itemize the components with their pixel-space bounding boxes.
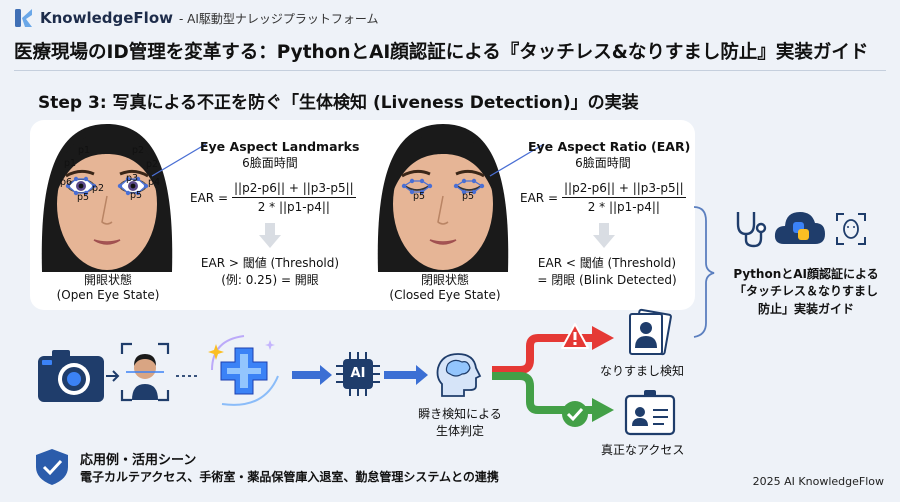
- title-divider: [14, 70, 886, 71]
- camera-icon: [38, 350, 104, 402]
- page-title: 医療現場のID管理を変革する：PythonとAI顔認証による『タッチレス&なりす…: [14, 42, 869, 63]
- open-result: EAR > 閾値 (Threshold)(例: 0.25) = 開眼: [200, 256, 340, 287]
- landmark-label-p1: p1: [78, 145, 91, 156]
- landmark-label-p6: p6: [60, 177, 73, 188]
- open-ear-formula: EAR = ||p2-p6|| + ||p3-p5||2 * ||p1-p4||: [190, 181, 356, 214]
- landmark-label-p5: p5: [77, 192, 90, 203]
- open-eye-caption: 開眼状態(Open Eye State): [56, 273, 160, 302]
- brand-logo-icon: [15, 9, 32, 27]
- brand-subtitle: - AI駆動型ナレッジプラットフォーム: [178, 11, 379, 26]
- brain-head-icon: [436, 353, 482, 397]
- landmark-label-p2: p2: [146, 159, 159, 170]
- ai-chip-icon: [336, 352, 380, 396]
- spoof-label: なりすまし検知: [600, 364, 685, 378]
- brand-name: KnowledgeFlow: [40, 9, 173, 27]
- closed-heading: Eye Aspect Ratio (EAR)6臉面時間: [528, 139, 691, 170]
- genuine-label: 真正なアクセス: [601, 443, 685, 457]
- side-bracket: [693, 206, 715, 338]
- side-note: PythonとAI顔認証による「タッチレス＆なりすまし防止」実装ガイド: [733, 267, 879, 316]
- branch-arrows: [492, 326, 614, 422]
- brand: KnowledgeFlow - AI駆動型ナレッジプラットフォーム: [14, 8, 379, 28]
- landmark-label-p4: p4: [148, 177, 161, 188]
- flow-arrow: [292, 365, 332, 385]
- flow-arrow: [384, 365, 428, 385]
- open-down-arrow-icon: [259, 223, 281, 248]
- check-icon: [562, 401, 588, 427]
- face-scan-icon: [836, 213, 866, 245]
- closed-eye-caption: 閉眼状態(Closed Eye State): [389, 273, 501, 302]
- open-eye-face-illustration: [41, 124, 173, 272]
- landmark-label-p3: p3: [126, 173, 139, 184]
- closed-down-arrow-icon: [593, 223, 615, 248]
- landmark-label-p5: p5: [130, 190, 143, 201]
- medical-cross-sparkle-icon: [208, 335, 279, 406]
- landmark-label-p2: p2: [132, 145, 145, 156]
- ai-chip-label: AI: [350, 366, 366, 381]
- footer-credit: 2025 AI KnowledgeFlow: [752, 475, 884, 488]
- open-pointer-line: [151, 143, 207, 177]
- shield-check-icon: [36, 449, 68, 485]
- landmark-label-p2: p2: [92, 183, 105, 194]
- closed-result: EAR < 閾値 (Threshold)= 閉眼 (Blink Detected…: [537, 256, 677, 287]
- dashed-arrow: [176, 375, 198, 377]
- closed-eye-face-illustration: [377, 124, 509, 272]
- warning-icon: [561, 323, 589, 349]
- use-case-body: 電子カルテアクセス、手術室・薬品保管庫入退室、勤怠管理システムとの連携: [80, 470, 499, 484]
- python-cloud-icon: [774, 212, 825, 244]
- landmark-label-p5: p5: [413, 191, 426, 202]
- landmark-label-p1: p1: [64, 158, 77, 169]
- landmark-label-p5: p5: [462, 191, 475, 202]
- id-badge-icon: [624, 390, 676, 436]
- closed-pointer-line: [489, 143, 545, 177]
- brain-label: 瞬き検知による生体判定: [418, 407, 502, 438]
- stethoscope-icon: [736, 212, 767, 248]
- arrow-icon: [106, 370, 120, 382]
- use-case-heading: 応用例・活用シーン: [80, 453, 197, 468]
- face-frame-icon: [120, 342, 170, 402]
- closed-ear-formula: EAR = ||p2-p6|| + ||p3-p5||2 * ||p1-p4||: [520, 181, 686, 214]
- photo-spoof-icon: [629, 308, 672, 356]
- step-title: Step 3: 写真による不正を防ぐ「生体検知 (Liveness Detect…: [38, 93, 639, 113]
